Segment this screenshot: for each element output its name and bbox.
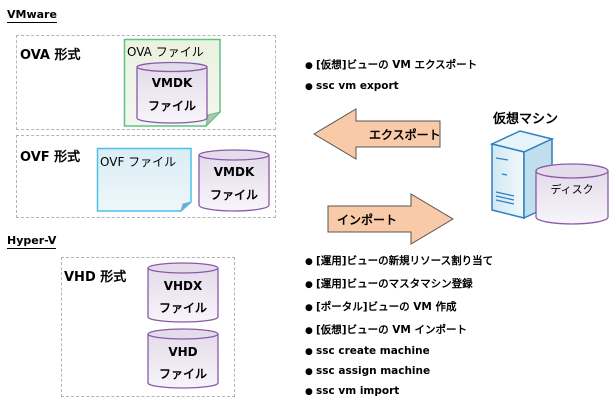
import-method: ssc assign machine [305, 365, 493, 377]
svg-text:エクスポート: エクスポート [369, 127, 441, 142]
ovf-vmdk-cylinder: VMDK ファイル [198, 149, 270, 212]
vm-title: 仮想マシン [493, 112, 559, 127]
vmware-section-title: VMware [7, 8, 57, 23]
ova-group [16, 35, 276, 130]
vhd-label: VHD 形式 [64, 270, 127, 285]
vm-disk-cylinder: ディスク [535, 163, 609, 225]
vhd-cylinder: VHD ファイル [147, 328, 219, 389]
ovf-file-label: OVF ファイル [100, 155, 176, 169]
svg-text:VMDK: VMDK [152, 76, 193, 90]
import-method: [ポータル]ビューの VM 作成 [305, 299, 493, 314]
svg-text:ディスク: ディスク [550, 182, 593, 196]
svg-text:ファイル: ファイル [159, 367, 207, 381]
ovf-file-note: OVF ファイル [96, 147, 192, 213]
export-method: ssc vm export [305, 80, 477, 92]
svg-text:VHDX: VHDX [164, 279, 203, 293]
import-method: [運用]ビューのマスタマシン登録 [305, 276, 493, 291]
ova-file-label: OVA ファイル [127, 45, 204, 59]
vhdx-cylinder: VHDX ファイル [147, 262, 219, 323]
ovf-label: OVF 形式 [20, 150, 81, 165]
export-method: [仮想]ビューの VM エクスポート [305, 57, 477, 72]
vhd-group [61, 257, 235, 397]
ova-label: OVA 形式 [20, 48, 81, 63]
ova-vmdk-cylinder: VMDK ファイル [136, 61, 208, 124]
import-method: ssc vm import [305, 385, 493, 397]
hyperv-section-title: Hyper-V [7, 234, 57, 249]
svg-text:ファイル: ファイル [210, 188, 258, 202]
svg-text:VHD: VHD [168, 345, 197, 359]
svg-text:VMDK: VMDK [214, 165, 255, 179]
import-arrow: インポート [327, 193, 454, 245]
import-method: [仮想]ビューの VM インポート [305, 322, 493, 337]
export-methods-list: [仮想]ビューの VM エクスポート ssc vm export [305, 57, 477, 92]
import-method: ssc create machine [305, 345, 493, 357]
svg-text:ファイル: ファイル [148, 99, 196, 113]
svg-text:インポート: インポート [337, 212, 397, 227]
export-arrow: エクスポート [313, 108, 441, 160]
import-method: [運用]ビューの新規リソース割り当て [305, 253, 493, 268]
import-methods-list: [運用]ビューの新規リソース割り当て [運用]ビューのマスタマシン登録 [ポータ… [305, 253, 493, 397]
ovf-group [16, 135, 276, 218]
svg-text:ファイル: ファイル [159, 301, 207, 315]
